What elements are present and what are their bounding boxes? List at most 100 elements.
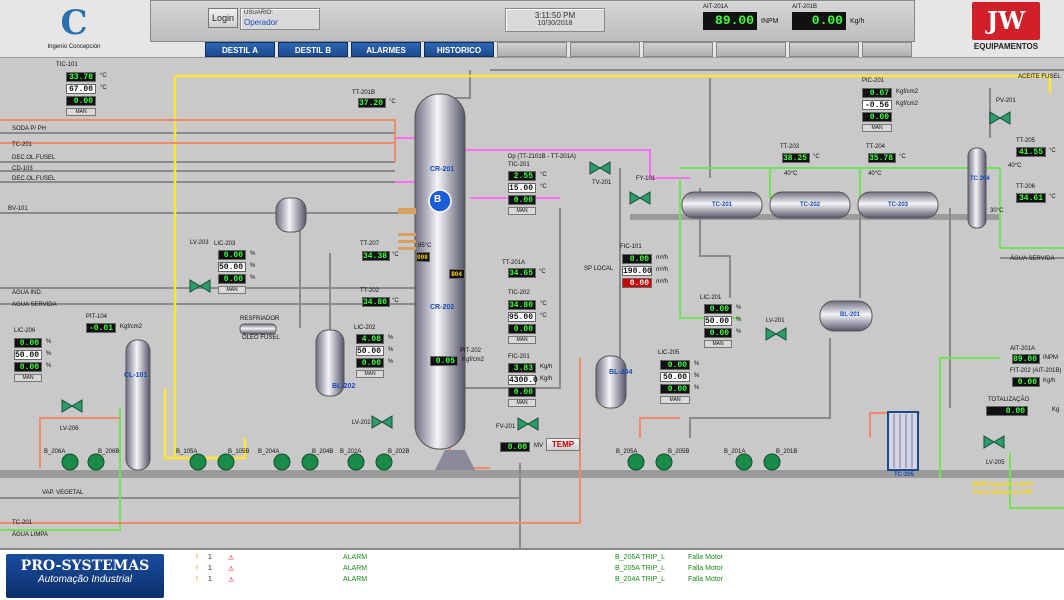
- vessel-bl202: [315, 329, 345, 397]
- totalizacao-value: 0.00: [986, 406, 1028, 416]
- tab-destil-a[interactable]: DESTIL A: [205, 42, 275, 57]
- brand-name: PRO-SYSTEMAS: [20, 558, 150, 574]
- fit202-value: 0.00: [1012, 377, 1040, 387]
- lic203-unit-3: %: [250, 275, 256, 281]
- ait201b-unit: Kg/h: [850, 18, 865, 25]
- pump-b206b[interactable]: B_206B: [98, 449, 120, 455]
- lic206-pv: 0.00: [14, 338, 42, 348]
- tab-empty-6[interactable]: [862, 42, 912, 57]
- lic202-sp[interactable]: 50.00: [356, 346, 384, 356]
- lic202-mode-button[interactable]: MAN: [356, 370, 384, 378]
- tt201b-tag: TT-201B: [352, 90, 376, 96]
- lic203-mode-button[interactable]: MAN: [218, 286, 246, 294]
- integrator-logo: PRO-SYSTEMAS Automação Industrial: [6, 554, 164, 598]
- fic201-sp[interactable]: 4300.0: [508, 375, 538, 385]
- tic201-unit-1: °C: [540, 172, 547, 178]
- company-logo: C Ingenio Concepción: [8, 2, 140, 56]
- pump-b204b[interactable]: B_204B: [312, 449, 334, 455]
- tic202-sp[interactable]: 95.00: [508, 312, 536, 322]
- logo-mark: C: [60, 3, 88, 43]
- sp-local-label[interactable]: SP LOCAL: [584, 266, 614, 272]
- fic101-out: 0.00: [622, 278, 652, 288]
- lv201-tag: LV-201: [766, 318, 785, 324]
- pic201-out: 0.00: [862, 112, 892, 122]
- lic201-sp[interactable]: 50.00: [704, 316, 732, 326]
- pump-b105b[interactable]: B_105B: [228, 449, 250, 455]
- pump-b201a[interactable]: B_201A: [724, 449, 746, 455]
- tic202-pv: 34.80: [508, 300, 536, 310]
- temp-button[interactable]: TEMP: [546, 438, 580, 451]
- pump-b202a[interactable]: B_202A: [340, 449, 362, 455]
- exchanger-tc205: [887, 411, 919, 471]
- lic203-sp[interactable]: 50.00: [218, 262, 246, 272]
- tab-empty-1[interactable]: [497, 42, 567, 57]
- vendor-logo-caption: EQUIPAMENTOS: [973, 42, 1039, 51]
- alarm-row[interactable]: ! 1 ⚠ ALARM B_204A TRIP_L Falla Motor: [188, 576, 1058, 587]
- vendor-logo-mark: JW: [972, 2, 1040, 40]
- tic101-sp[interactable]: 67.00: [66, 84, 96, 94]
- fy101-tag: FY-101: [636, 176, 656, 182]
- lic205-sp[interactable]: 50.00: [660, 372, 690, 382]
- fic101-sp[interactable]: 190.00: [622, 266, 652, 276]
- exchanger-tc202: [769, 191, 851, 219]
- temp-30: 30°C: [990, 208, 1004, 214]
- alarm-desc: Falla Motor: [688, 565, 724, 572]
- pic201-mode-button[interactable]: MAN: [862, 124, 892, 132]
- lic205-out: 0.00: [660, 384, 690, 394]
- fv201-value: 0.00: [500, 442, 530, 452]
- tic202-out: 0.00: [508, 324, 536, 334]
- alarm-ack-icon: !: [196, 554, 198, 561]
- lic205-pv: 0.00: [660, 360, 690, 370]
- line-agua-servida-left: AGUA SERVIDA: [12, 302, 57, 308]
- vessel-separator: [275, 197, 307, 233]
- lic205-mode-button[interactable]: MAN: [660, 396, 690, 404]
- pic201-sp[interactable]: -0.56: [862, 100, 892, 110]
- line-tc201: TC-201: [12, 142, 33, 148]
- lic205-unit-1: %: [694, 361, 700, 367]
- tt201b-value: 37.20: [358, 98, 386, 108]
- pump-b205a[interactable]: B_205A: [616, 449, 638, 455]
- clock-box: 3:11:50 PM 10/30/2018: [505, 8, 605, 32]
- tab-destil-b[interactable]: DESTIL B: [278, 42, 348, 57]
- lv203-tag: LV-203: [190, 240, 209, 246]
- tab-empty-3[interactable]: [643, 42, 713, 57]
- temp-40-a: 40°C: [784, 171, 798, 177]
- tic202-tag: TIC-202: [508, 290, 530, 296]
- fic201-mode-button[interactable]: MAN: [508, 399, 536, 407]
- tab-historico[interactable]: HISTORICO: [424, 42, 494, 57]
- tab-empty-5[interactable]: [789, 42, 859, 57]
- alarm-tag: B_206A TRIP_L: [615, 554, 666, 561]
- tic202-mode-button[interactable]: MAN: [508, 336, 536, 344]
- tic201-mode-button[interactable]: MAN: [508, 207, 536, 215]
- pump-b202b[interactable]: B_202B: [388, 449, 410, 455]
- pump-b105a[interactable]: B_105A: [176, 449, 198, 455]
- pump-b204a[interactable]: B_204A: [258, 449, 280, 455]
- lic201-out: 0.00: [704, 328, 732, 338]
- tt203-value: 38.25: [782, 153, 810, 163]
- ait201a-display: 89.00: [703, 12, 757, 30]
- fic101-tag: FIC-101: [620, 244, 642, 250]
- tic201-sp[interactable]: 15.00: [508, 183, 536, 193]
- column-b-nozzle-3: [398, 240, 416, 243]
- lic206-unit-1: %: [46, 339, 52, 345]
- lic201-unit-2: %: [736, 317, 742, 323]
- line-bv101: BV-101: [8, 206, 28, 212]
- lic202-out: 0.00: [356, 358, 384, 368]
- pump-b205b[interactable]: B_205B: [668, 449, 690, 455]
- tab-empty-4[interactable]: [716, 42, 786, 57]
- tic201-tag: TIC-201: [508, 162, 530, 168]
- lic206-sp[interactable]: 50.00: [14, 350, 42, 360]
- lic201-mode-button[interactable]: MAN: [704, 340, 732, 348]
- alarm-row[interactable]: ! 1 ⚠ ALARM B_205A TRIP_L Falla Motor: [188, 565, 1058, 576]
- alarm-row[interactable]: ! 1 ⚠ ALARM B_206A TRIP_L Falla Motor: [188, 554, 1058, 565]
- pump-b206a[interactable]: B_206A: [44, 449, 66, 455]
- login-button[interactable]: Login: [208, 8, 238, 28]
- tic101-mode-button[interactable]: MAN: [66, 108, 96, 116]
- note-inpm: INPM Superior a 92.5°: [972, 482, 1035, 488]
- tab-empty-2[interactable]: [570, 42, 640, 57]
- exchanger-tc201: [681, 191, 763, 219]
- tab-alarmes[interactable]: ALARMES: [351, 42, 421, 57]
- lic205-tag: LIC-205: [658, 350, 680, 356]
- lic206-mode-button[interactable]: MAN: [14, 374, 42, 382]
- pump-b201b[interactable]: B_201B: [776, 449, 798, 455]
